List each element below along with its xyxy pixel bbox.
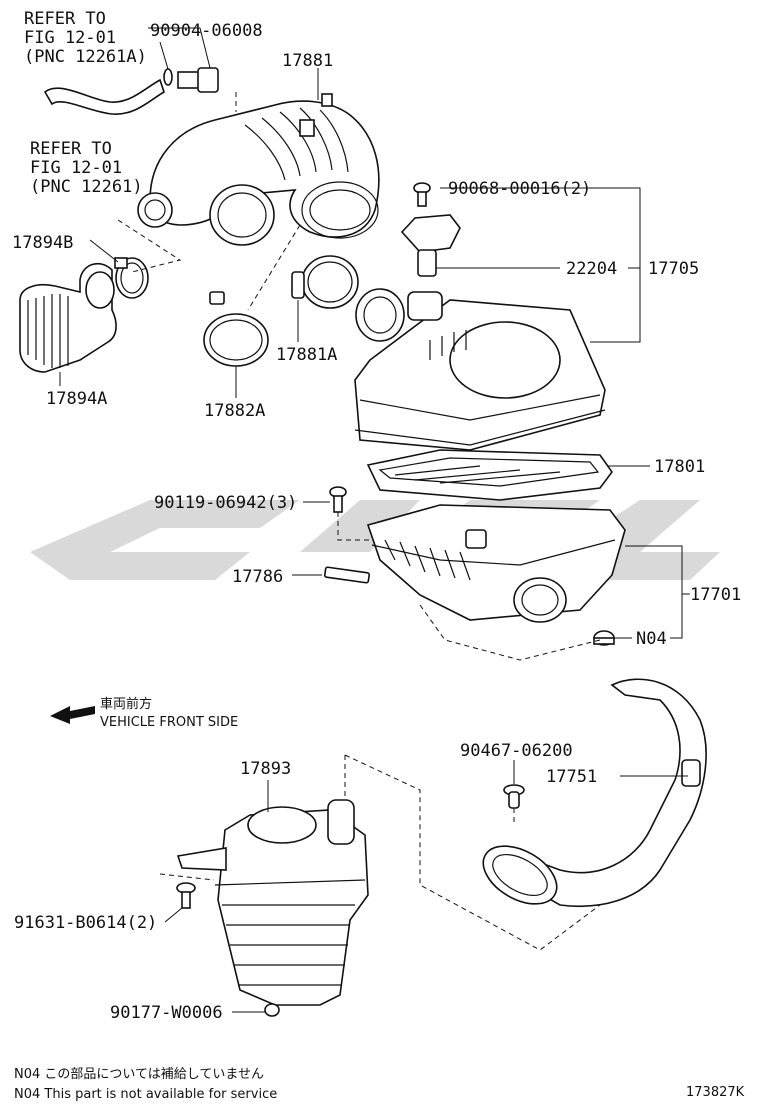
label-N04: N04 bbox=[636, 629, 667, 649]
front-side-en: VEHICLE FRONT SIDE bbox=[100, 715, 238, 730]
figure-code: 173827K bbox=[686, 1085, 745, 1100]
assembly-lines bbox=[117, 92, 601, 951]
label-17881A: 17881A bbox=[276, 345, 337, 365]
ref-1-line-1: REFER TO bbox=[24, 9, 106, 29]
label-17894B: 17894B bbox=[12, 233, 73, 253]
hose-clamp-17882A bbox=[203, 291, 269, 367]
label-90068: 90068-00016(2) bbox=[448, 179, 591, 199]
label-17751: 17751 bbox=[546, 767, 597, 787]
intake-duct-17881 bbox=[137, 93, 380, 246]
clip-90904 bbox=[163, 68, 173, 86]
nut-90177 bbox=[264, 1003, 280, 1017]
label-17705: 17705 bbox=[648, 259, 699, 279]
bolt-91631 bbox=[176, 882, 196, 909]
ref-2-line-1: REFER TO bbox=[30, 139, 112, 159]
upper-hose-part bbox=[43, 78, 165, 115]
bolt-90119 bbox=[329, 486, 347, 513]
ref-1-line-3: (PNC 12261A) bbox=[24, 47, 147, 67]
label-90177: 90177-W0006 bbox=[110, 1003, 223, 1023]
ref-2-line-3: (PNC 12261) bbox=[30, 177, 143, 197]
reference-note-2: REFER TO FIG 12-01 (PNC 12261) bbox=[30, 139, 143, 197]
clip-90467 bbox=[503, 784, 525, 809]
ref-1-line-2: FIG 12-01 bbox=[24, 28, 116, 48]
leader-lines bbox=[59, 27, 690, 1013]
label-17882A: 17882A bbox=[204, 401, 265, 421]
label-17701: 17701 bbox=[690, 585, 741, 605]
label-90904: 90904-06008 bbox=[150, 21, 263, 41]
front-side-jp: 車両前方 bbox=[100, 696, 152, 712]
note-en: N04 This part is not available for servi… bbox=[14, 1087, 277, 1102]
check-valve-90904 bbox=[177, 67, 219, 93]
label-17881: 17881 bbox=[282, 51, 333, 71]
clip-17786 bbox=[323, 566, 371, 584]
ref-2-line-2: FIG 12-01 bbox=[30, 158, 122, 178]
label-22204: 22204 bbox=[566, 259, 617, 279]
label-17801: 17801 bbox=[654, 457, 705, 477]
air-cleaner-case-17701 bbox=[366, 504, 626, 623]
label-90467: 90467-06200 bbox=[460, 741, 573, 761]
hose-clamp-17894B bbox=[114, 257, 149, 299]
filter-element-17801 bbox=[366, 449, 613, 501]
air-flow-meter-22204 bbox=[400, 214, 461, 277]
air-inlet-17751 bbox=[482, 678, 707, 908]
air-cleaner-cap-17705 bbox=[354, 288, 606, 451]
reference-note-1: REFER TO FIG 12-01 (PNC 12261A) bbox=[24, 9, 147, 67]
label-17893: 17893 bbox=[240, 759, 291, 779]
label-17894A: 17894A bbox=[46, 389, 107, 409]
hose-clamp-17881A bbox=[291, 255, 359, 309]
resonator-17893 bbox=[176, 799, 369, 1006]
label-91631: 91631-B0614(2) bbox=[14, 913, 157, 933]
grommet-N04 bbox=[593, 630, 615, 646]
screw-90068 bbox=[413, 182, 431, 207]
note-jp: N04 この部品については補給していません bbox=[14, 1067, 264, 1082]
label-17786: 17786 bbox=[232, 567, 283, 587]
label-90119: 90119-06942(3) bbox=[154, 493, 297, 513]
resonator-17894A bbox=[19, 262, 117, 373]
front-arrow-icon bbox=[50, 706, 95, 724]
